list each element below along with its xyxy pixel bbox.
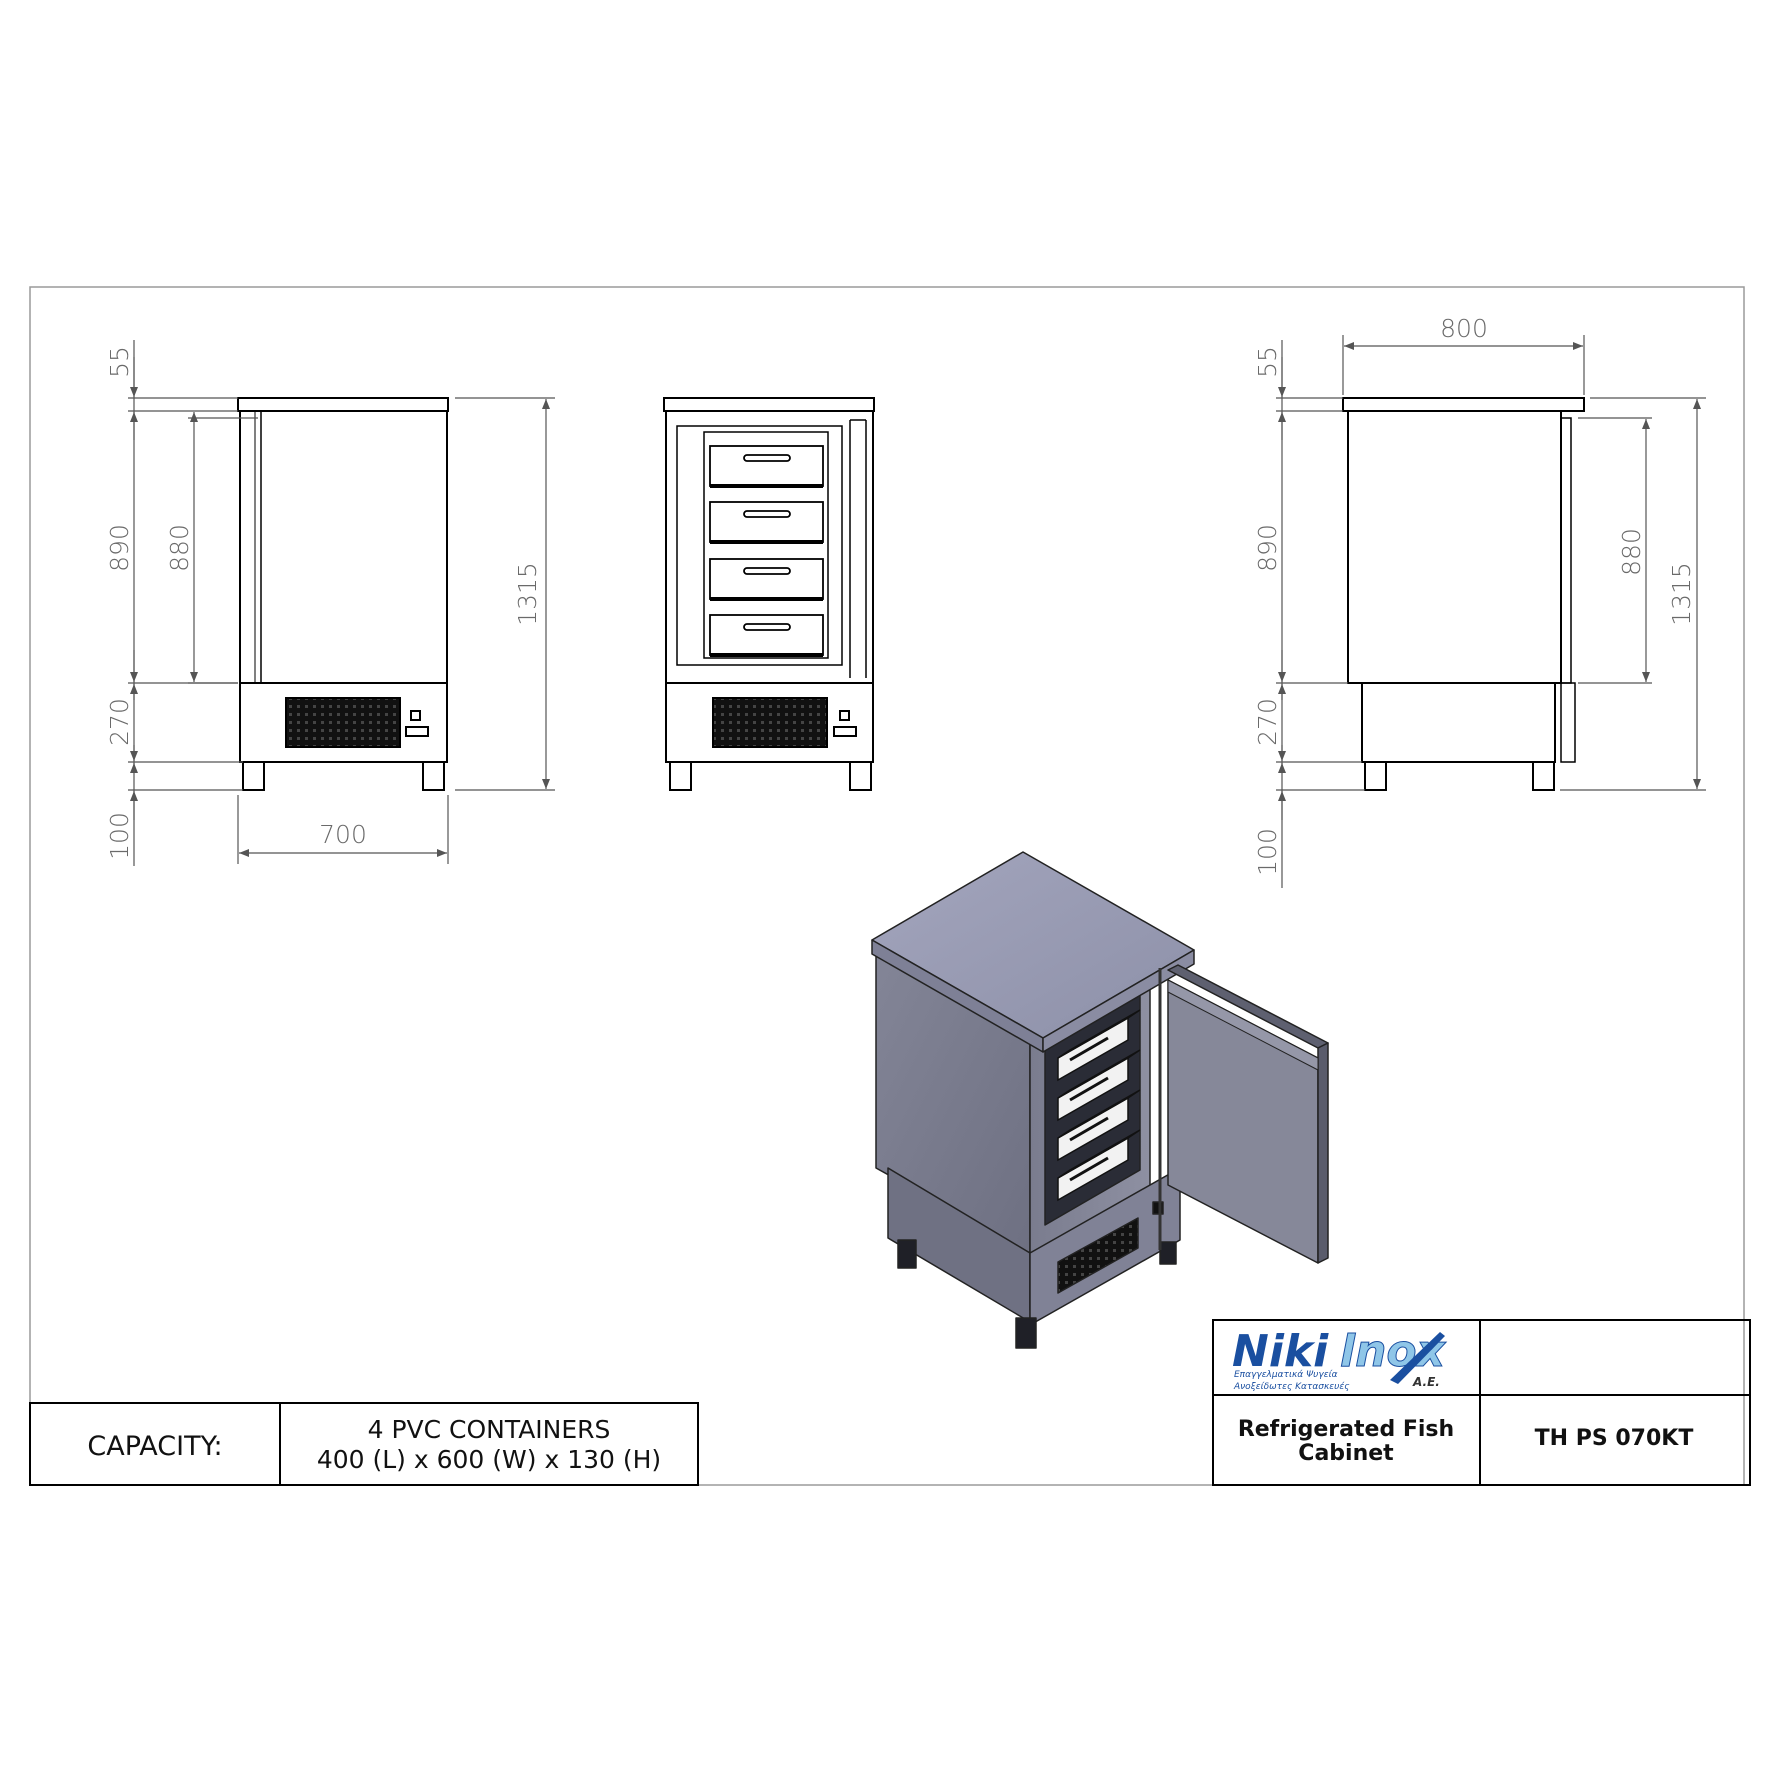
dim-side-270: 270 [1253, 698, 1282, 746]
dim-side-100: 100 [1253, 828, 1282, 876]
drawer-handle [1069, 1076, 1109, 1102]
front-view-dimensions [128, 340, 555, 866]
ventilation-grille [285, 697, 401, 748]
dim-front-270: 270 [105, 698, 134, 746]
control-switch [410, 710, 421, 721]
leg [242, 761, 265, 791]
capacity-line1: 4 PVC CONTAINERS [368, 1415, 611, 1444]
svg-text:lnox: lnox [1340, 1326, 1447, 1377]
dim-side-890: 890 [1253, 524, 1282, 572]
product-description-line2: Cabinet [1298, 1441, 1394, 1466]
drawer-handle [1069, 1156, 1109, 1182]
capacity-label: CAPACITY: [87, 1431, 222, 1462]
ventilation-grille [712, 697, 828, 748]
ventilation-grille [1057, 1217, 1139, 1294]
dim-side-880: 880 [1617, 528, 1646, 576]
drawer-handle [743, 623, 791, 631]
dim-front-880: 880 [165, 524, 194, 572]
dim-front-55: 55 [105, 346, 134, 378]
svg-text:Ανοξείδωτες Κατασκευές: Ανοξείδωτες Κατασκευές [1233, 1381, 1350, 1392]
pvc-container [709, 501, 824, 543]
control-switch [839, 710, 850, 721]
drawer-handle [1069, 1036, 1109, 1062]
sheet-border [29, 286, 1745, 1486]
dim-side-800: 800 [1440, 314, 1488, 343]
dim-side-1315: 1315 [1667, 562, 1696, 626]
dim-front-1315: 1315 [513, 562, 542, 626]
drawer-handle [1069, 1116, 1109, 1142]
leg [849, 761, 872, 791]
isometric-open-door [1158, 964, 1329, 1264]
pvc-container [709, 614, 824, 656]
title-block [1212, 1319, 1751, 1486]
svg-text:Επαγγελματικά Ψυγεία: Επαγγελματικά Ψυγεία [1234, 1370, 1338, 1380]
capacity-box [29, 1402, 699, 1486]
control-switch [1152, 1201, 1164, 1215]
front-view-open-base [665, 682, 874, 791]
isometric-drawers [1057, 1009, 1141, 1202]
dim-front-100: 100 [105, 812, 134, 860]
leg [1532, 761, 1555, 791]
dim-front-890: 890 [105, 524, 134, 572]
drawer-handle [743, 510, 791, 518]
nikinox-logo: Niki lnox A.E. Επαγγελματικά Ψυγεία Ανοξ… [1232, 1326, 1447, 1393]
dim-side-55: 55 [1253, 346, 1282, 378]
dim-front-700: 700 [319, 820, 367, 849]
leg [1159, 1241, 1177, 1265]
side-view-dimensions [1276, 335, 1706, 888]
product-description-line1: Refrigerated Fish [1238, 1417, 1454, 1442]
control-display [405, 726, 429, 737]
side-view [1342, 397, 1585, 791]
drawer-handle [743, 567, 791, 575]
control-display [833, 726, 857, 737]
drawer-stack [709, 445, 824, 657]
leg [422, 761, 445, 791]
drawer-handle [743, 454, 791, 462]
leg [1015, 1317, 1037, 1349]
pvc-container [709, 558, 824, 600]
svg-text:A.E.: A.E. [1412, 1375, 1440, 1389]
svg-text:Niki: Niki [1232, 1326, 1329, 1377]
leg [669, 761, 692, 791]
logo-swoosh [1390, 1332, 1445, 1384]
capacity-line2: 400 (L) x 600 (W) x 130 (H) [317, 1445, 661, 1474]
front-view-closed [237, 397, 449, 791]
isometric-view [871, 851, 1195, 1349]
leg [1364, 761, 1387, 791]
pvc-container [709, 445, 824, 487]
leg [897, 1239, 917, 1269]
model-number: TH PS 070KT [1535, 1426, 1694, 1451]
